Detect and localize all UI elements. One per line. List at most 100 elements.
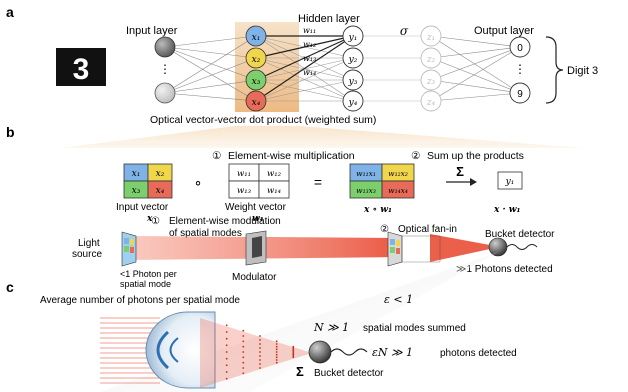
zoom-fan [60, 126, 585, 148]
y-node-1: y₁ [342, 25, 364, 47]
modulated-modes-element [387, 231, 403, 267]
photon-dot [292, 345, 295, 348]
photon-dot [275, 353, 278, 356]
photon-dot [292, 349, 295, 352]
photon-dot [292, 347, 295, 349]
product-grid: w₁₁x₁ w₁₂x₂ w₁₃x₃ w₁₄x₄ [349, 163, 415, 199]
connection-z-output [430, 46, 521, 102]
photon-dot [275, 345, 278, 348]
focused-beam [430, 234, 490, 262]
input-cell-x3: x₃ [132, 186, 141, 196]
detected-text: photons detected [440, 348, 517, 359]
panel-c-label: c [6, 279, 14, 295]
mod-step-num: ① [151, 216, 160, 227]
x-node-4: x₄ [245, 90, 267, 112]
modulator-label: Modulator [232, 272, 277, 283]
output-node-9: 9 [509, 82, 531, 104]
z-node-4-label: z₄ [426, 98, 436, 108]
panel-a: a Input layer Hidden layer Output layer … [6, 4, 598, 126]
photon-dot [259, 367, 261, 369]
weight-w12: w₁₂ [303, 40, 316, 49]
step2-num: ② [411, 150, 421, 162]
photon-label-2: spatial mode [120, 279, 171, 289]
weight-w13: w₁₃ [303, 54, 316, 63]
connection-z-output [430, 46, 521, 81]
light-source-label-1: Light [78, 238, 100, 249]
photon-dot [225, 351, 228, 353]
input-cell-x1: x₁ [132, 169, 141, 179]
input-vector-label: Input vector [116, 202, 169, 213]
photon-dot [225, 371, 228, 373]
photons-detected-b: ≫1 Photons detected [456, 264, 553, 275]
y-node-3-label: y₃ [348, 77, 358, 87]
input-cell-x2: x₂ [156, 169, 165, 179]
step1-num: ① [212, 150, 222, 162]
photon-dot [292, 352, 295, 355]
photon-dot [275, 356, 278, 359]
output-dots: ⋮ [514, 62, 526, 76]
z-node-1-label: z₁ [426, 33, 435, 43]
connection-x-y [255, 79, 354, 102]
y-node-1-label: y₁ [348, 33, 358, 43]
connection-z-output [430, 46, 521, 59]
photon-dot [225, 377, 228, 380]
hadamard-operator: ∘ [194, 174, 203, 190]
photon-dot [259, 343, 261, 345]
hidden-layer-title: Hidden layer [298, 13, 360, 25]
output-node-9-label: 9 [517, 89, 523, 100]
photon-dot [292, 351, 295, 353]
equals-sign: = [314, 174, 322, 190]
connection-input-x [164, 46, 257, 81]
product-cell-1: w₁₁x₁ [356, 169, 376, 178]
weight-w14: w₁₄ [303, 68, 316, 77]
connection-x-y [255, 57, 354, 102]
lens-highlight-inner [169, 337, 179, 363]
fanin-frame [401, 235, 441, 263]
output-node-0: 0 [509, 36, 531, 58]
photon-dot [242, 356, 245, 359]
output-layer-title: Output layer [474, 25, 534, 37]
input-cell-x4: x₄ [156, 186, 165, 196]
panel-a-caption: Optical vector-vector dot product (weigh… [150, 114, 376, 126]
z-node-2: z₂ [420, 47, 442, 69]
photon-dot [225, 357, 228, 360]
photon-dot [225, 344, 228, 347]
detector-wire-c [330, 348, 368, 356]
photon-label-1: <1 Photon per [120, 269, 177, 279]
bucket-detector-c [308, 340, 332, 364]
weighted-connection-y1 [255, 35, 354, 102]
weight-cell-w11: w₁₁ [237, 169, 251, 179]
photon-dot [225, 337, 228, 340]
step2-text: Sum up the products [427, 150, 524, 162]
weight-vector-label: Weight vector [225, 202, 287, 213]
photon-dot [242, 340, 245, 343]
y-node-4-label: y₄ [348, 98, 358, 108]
x-node-3-label: x₃ [252, 77, 261, 87]
digit-label: Digit 3 [567, 65, 598, 77]
network-connections [164, 35, 521, 102]
modes-symbol: N ≫ 1 [313, 321, 349, 334]
photon-dot [275, 359, 278, 361]
x-node-1: x₁ [245, 25, 267, 47]
fanin-step-num: ② [380, 224, 389, 235]
digit-image-text: 3 [73, 53, 90, 86]
modes-text: spatial modes summed [363, 323, 466, 334]
weight-cell-w14: w₁₄ [267, 186, 282, 196]
step1-text: Element-wise multiplication [228, 150, 355, 162]
photon-dot [225, 324, 228, 327]
input-vector-symbol: x [146, 214, 153, 224]
lens-highlight-outer [156, 330, 170, 370]
z-node-4: z₄ [420, 90, 442, 112]
photon-dot [242, 351, 245, 353]
photon-dot [292, 356, 295, 359]
connection-z-output [430, 57, 521, 94]
photon-dot [275, 351, 278, 353]
input-node-bottom [154, 82, 176, 104]
weight-vector-symbol: w₁ [252, 214, 264, 224]
x-node-3: x₃ [245, 69, 267, 91]
photon-dot [259, 351, 261, 353]
panel-b-label: b [6, 124, 15, 140]
photon-dot [242, 329, 245, 332]
weight-cell-w13: w₁₃ [237, 186, 252, 196]
photon-dot [242, 367, 245, 369]
